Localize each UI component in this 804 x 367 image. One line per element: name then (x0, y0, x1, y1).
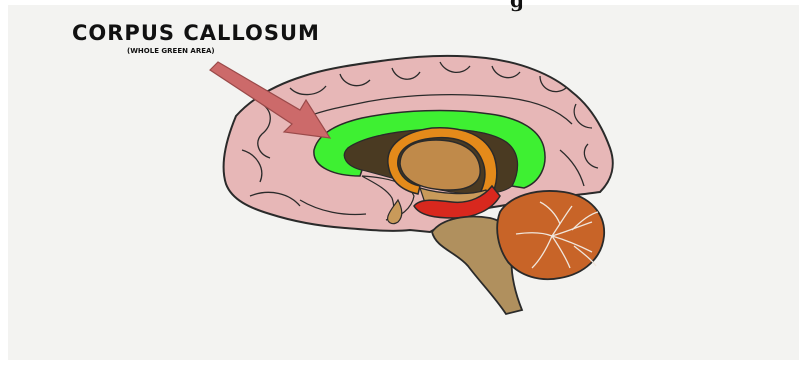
brain-sagittal-diagram (0, 0, 804, 367)
screenshot-frame: g CORPUS CALLOSUM (WHOLE GREEN AREA) (0, 0, 804, 367)
